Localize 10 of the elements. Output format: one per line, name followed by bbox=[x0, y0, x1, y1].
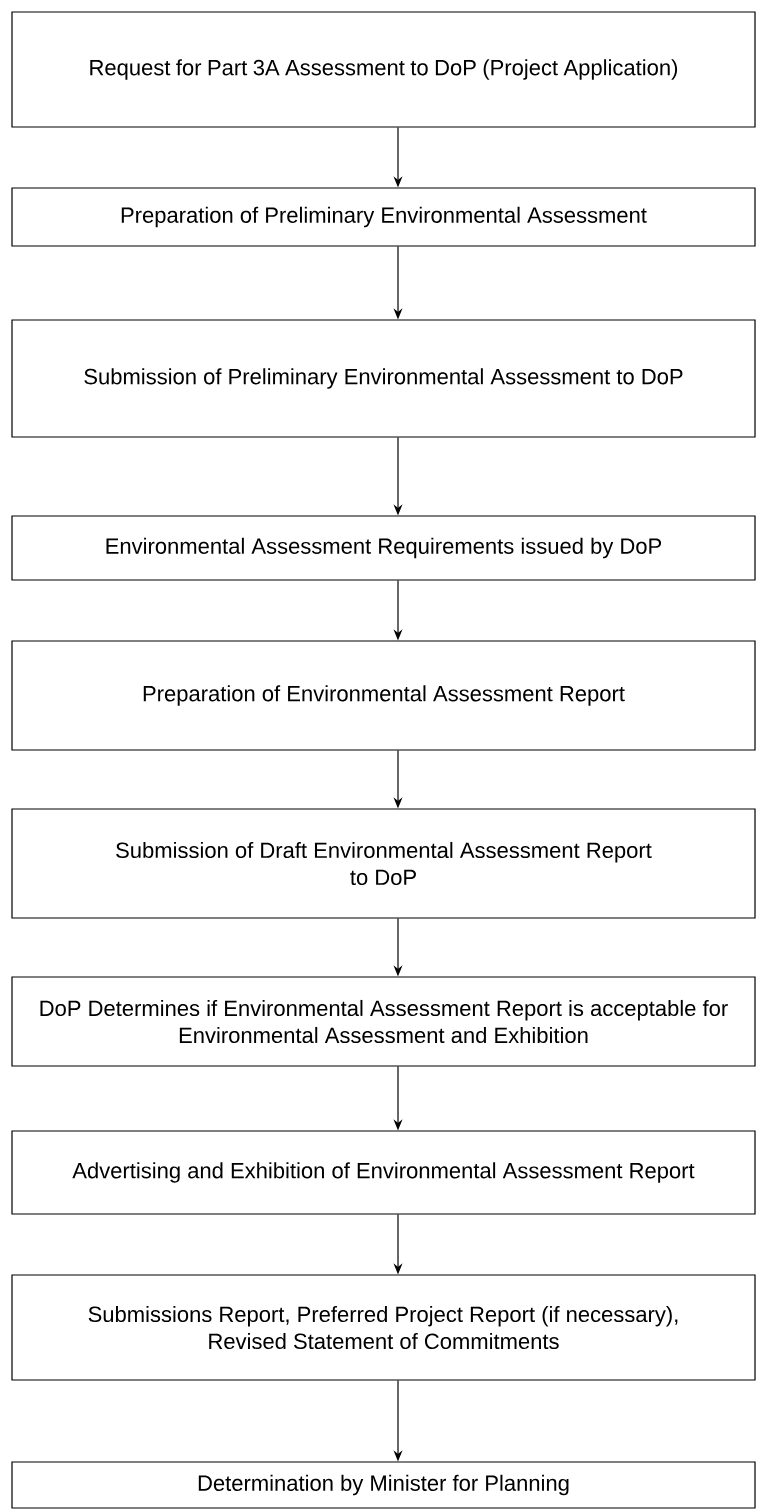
process-box: DoP Determines if Environmental Assessment Report is acceptable for Environmental Assessment and Exhibition bbox=[11, 976, 756, 1067]
process-box: Submissions Report, Preferred Project Report (if necessary), Revised Statement of Commitments bbox=[11, 1274, 756, 1381]
process-box: Preparation of Preliminary Environmental Assessment bbox=[11, 187, 756, 247]
process-box: Advertising and Exhibition of Environmental Assessment Report bbox=[11, 1130, 756, 1215]
process-box: Request for Part 3A Assessment to DoP (Project Application) bbox=[11, 11, 756, 128]
process-box: Submission of Preliminary Environmental Assessment to DoP bbox=[11, 319, 756, 438]
process-box: Environmental Assessment Requirements issued by DoP bbox=[11, 515, 756, 581]
process-box: Submission of Draft Environmental Assessment Report to DoP bbox=[11, 808, 756, 919]
process-box: Preparation of Environmental Assessment Report bbox=[11, 640, 756, 751]
process-box: Determination by Minister for Planning bbox=[11, 1461, 756, 1509]
